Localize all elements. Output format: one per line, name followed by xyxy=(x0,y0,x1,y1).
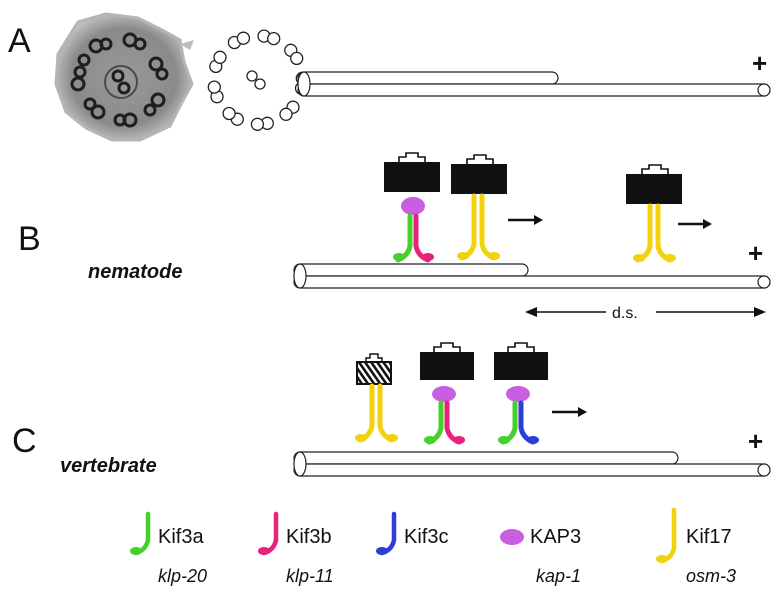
plus-end-label-c: + xyxy=(748,426,763,456)
kinesin-ii-motor-b xyxy=(384,152,440,263)
axoneme-micrograph xyxy=(54,12,194,142)
legend-name-kif3b: Kif3b xyxy=(286,526,332,548)
axoneme-doublet-a xyxy=(297,71,771,97)
distal-segment-span xyxy=(525,307,766,317)
direction-arrow xyxy=(508,215,543,225)
cargo-box xyxy=(451,164,507,194)
doublet-tubule xyxy=(250,117,265,131)
legend-gene-kap3: kap-1 xyxy=(536,566,581,586)
legend: Kif3a klp-20 Kif3b klp-11 Kif3c KAP3 kap… xyxy=(130,507,736,586)
axoneme-doublet-c xyxy=(293,451,771,477)
organism-label-nematode: nematode xyxy=(88,261,182,283)
legend-name-kif3c: Kif3c xyxy=(404,526,448,548)
kif17-leg xyxy=(479,193,497,261)
cargo-box xyxy=(384,162,440,192)
osm-3-motor-b1 xyxy=(451,154,507,261)
legend-gene-kif3b: klp-11 xyxy=(286,566,334,586)
panel-label-c: C xyxy=(12,422,37,460)
legend-name-kif3a: Kif3a xyxy=(158,526,204,548)
kif3ac-motor-c xyxy=(494,342,548,445)
kap3-subunit xyxy=(401,197,425,215)
blue-motor-leg-icon xyxy=(379,511,397,556)
plus-end-label-a: + xyxy=(752,48,767,78)
osm-3-motor-b2 xyxy=(626,164,682,263)
kif17-leg xyxy=(635,203,653,263)
microtubule-doublet-ring xyxy=(207,29,309,131)
central-pair-tubule xyxy=(254,78,266,90)
central-pair-tubule xyxy=(246,70,258,82)
legend-gene-kif3a: klp-20 xyxy=(158,566,207,586)
direction-arrow xyxy=(552,407,587,417)
doublet-tubule xyxy=(279,107,293,121)
doublet-tubule xyxy=(267,31,281,46)
panel-label-a: A xyxy=(8,22,31,60)
plus-end-label-b: + xyxy=(748,238,763,268)
doublet-tubule xyxy=(207,80,221,94)
yellow-motor-leg-icon xyxy=(659,507,677,564)
microtubule-b-tubule xyxy=(297,71,559,85)
panel-label-b: B xyxy=(18,220,41,258)
axoneme-doublet-b xyxy=(293,263,771,289)
doublet-tubule xyxy=(222,106,236,121)
green-motor-leg-icon xyxy=(133,511,151,556)
pink-motor-leg-icon xyxy=(261,511,279,556)
doublet-tubule xyxy=(236,31,251,45)
kif17-leg xyxy=(655,203,673,263)
microtubule-a-tubule xyxy=(297,83,771,97)
legend-name-kif17: Kif17 xyxy=(686,526,732,548)
purple-ellipse-icon xyxy=(500,529,524,545)
striped-cargo xyxy=(356,361,392,385)
cargo-box xyxy=(626,174,682,204)
kif17-motor-c xyxy=(355,353,398,443)
distal-segment-label: d.s. xyxy=(612,305,638,322)
legend-name-kap3: KAP3 xyxy=(530,526,581,548)
doublet-tubule xyxy=(290,51,304,66)
legend-gene-kif17: osm-3 xyxy=(686,566,736,586)
kif17-leg xyxy=(459,193,477,261)
kif3ab-motor-c xyxy=(420,342,474,445)
doublet-tubule xyxy=(213,50,227,64)
organism-label-vertebrate: vertebrate xyxy=(60,455,157,477)
direction-arrow xyxy=(678,219,712,229)
